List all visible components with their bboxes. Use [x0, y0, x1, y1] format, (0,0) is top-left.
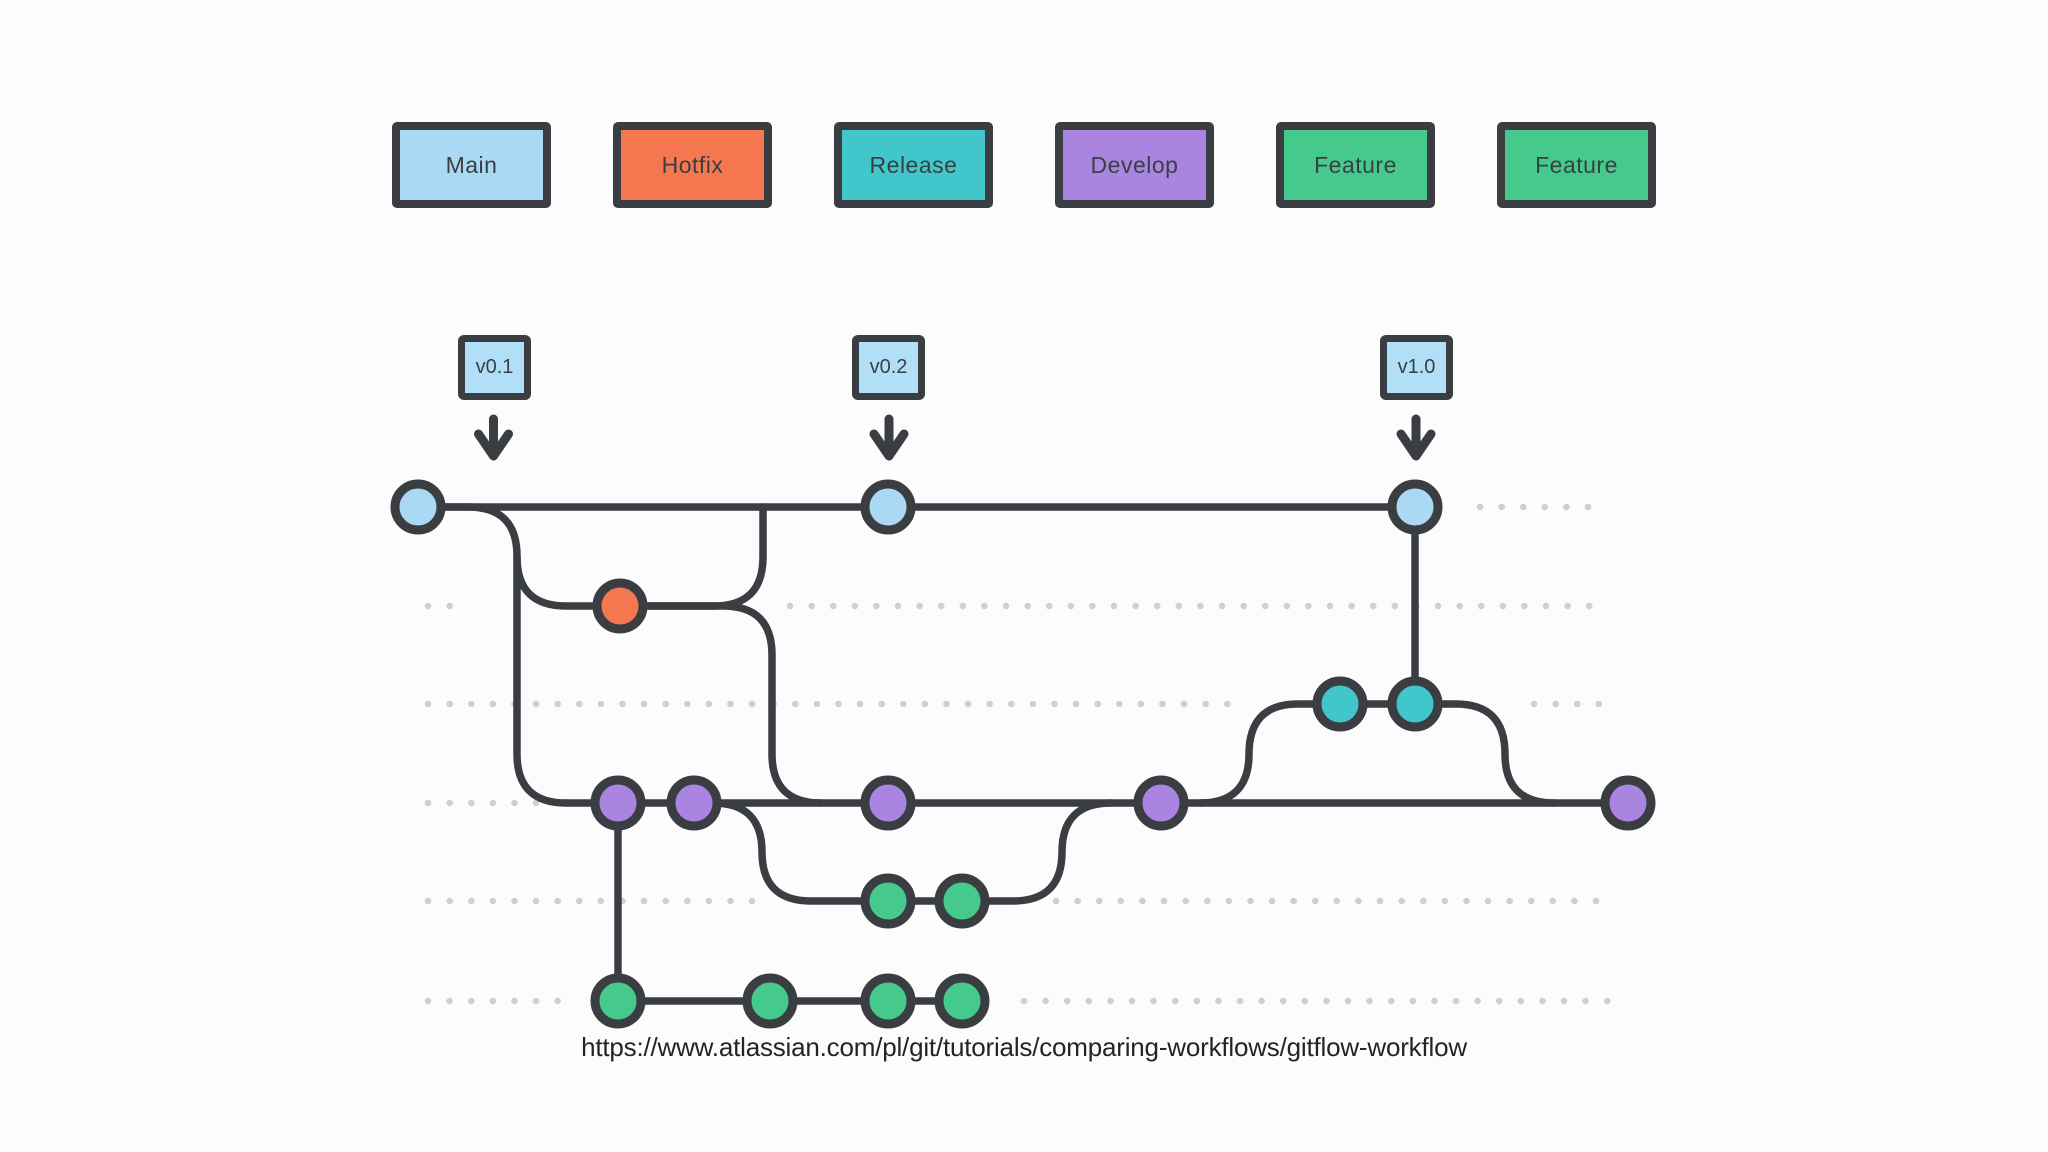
legend-label-main: Main: [445, 151, 498, 178]
legend-label-feature-1: Feature: [1314, 151, 1397, 178]
version-tag-v0-2: v0.2: [852, 335, 925, 400]
commit-feature2-4: [934, 973, 990, 1029]
arrow-down-icon-v1-0: [1396, 414, 1436, 461]
release-branch-loop: [1196, 700, 1558, 807]
legend-box-feature-1: Feature: [1276, 122, 1435, 208]
commit-feature2-3: [860, 973, 916, 1029]
legend-label-develop: Develop: [1090, 151, 1179, 178]
branch-to-hotfix: [513, 553, 624, 610]
commit-develop-3: [860, 775, 916, 831]
commit-release-1: [1312, 676, 1368, 732]
source-url: https://www.atlassian.com/pl/git/tutoria…: [581, 1032, 1467, 1062]
commit-nodes: [390, 479, 1656, 1029]
commit-release-2: [1387, 676, 1443, 732]
version-tag-v0-1-label: v0.1: [475, 356, 514, 378]
commit-develop-2: [666, 775, 722, 831]
legend-box-release: Release: [834, 122, 993, 208]
branch-lines: [414, 503, 1632, 1005]
commit-feature1-1: [860, 873, 916, 929]
commit-feature2-1: [590, 973, 646, 1029]
commit-main-2: [860, 479, 916, 535]
commit-develop-1: [590, 775, 646, 831]
legend-label-feature-2: Feature: [1535, 151, 1618, 178]
version-tag-v1-0-label: v1.0: [1397, 356, 1436, 378]
legend-box-feature-2: Feature: [1497, 122, 1656, 208]
commit-feature2-2: [742, 973, 798, 1029]
commit-hotfix-1: [592, 578, 648, 634]
arrow-down-icon-v0-2: [869, 414, 909, 461]
version-tag-v0-1: v0.1: [458, 335, 531, 400]
version-tag-v0-2-label: v0.2: [869, 356, 908, 378]
commit-main-1: [390, 479, 446, 535]
legend-label-hotfix: Hotfix: [661, 151, 724, 178]
main-to-develop-branch: [414, 503, 570, 807]
dotted-lane-guides: [424, 503, 1612, 1005]
commit-develop-5: [1600, 775, 1656, 831]
commit-develop-4: [1133, 775, 1189, 831]
arrow-down-icon-v0-1: [474, 414, 513, 461]
legend-label-release: Release: [869, 151, 958, 178]
commit-main-3: [1387, 479, 1443, 535]
legend-box-develop: Develop: [1055, 122, 1214, 208]
hotfix-merge-to-develop: [616, 602, 825, 807]
feature-branch-loop: [709, 799, 1115, 905]
version-tag-v1-0: v1.0: [1380, 335, 1453, 400]
tag-arrows: [474, 414, 1436, 461]
legend-box-main: Main: [392, 122, 551, 208]
legend-box-hotfix: Hotfix: [613, 122, 772, 208]
commit-feature1-2: [934, 873, 990, 929]
